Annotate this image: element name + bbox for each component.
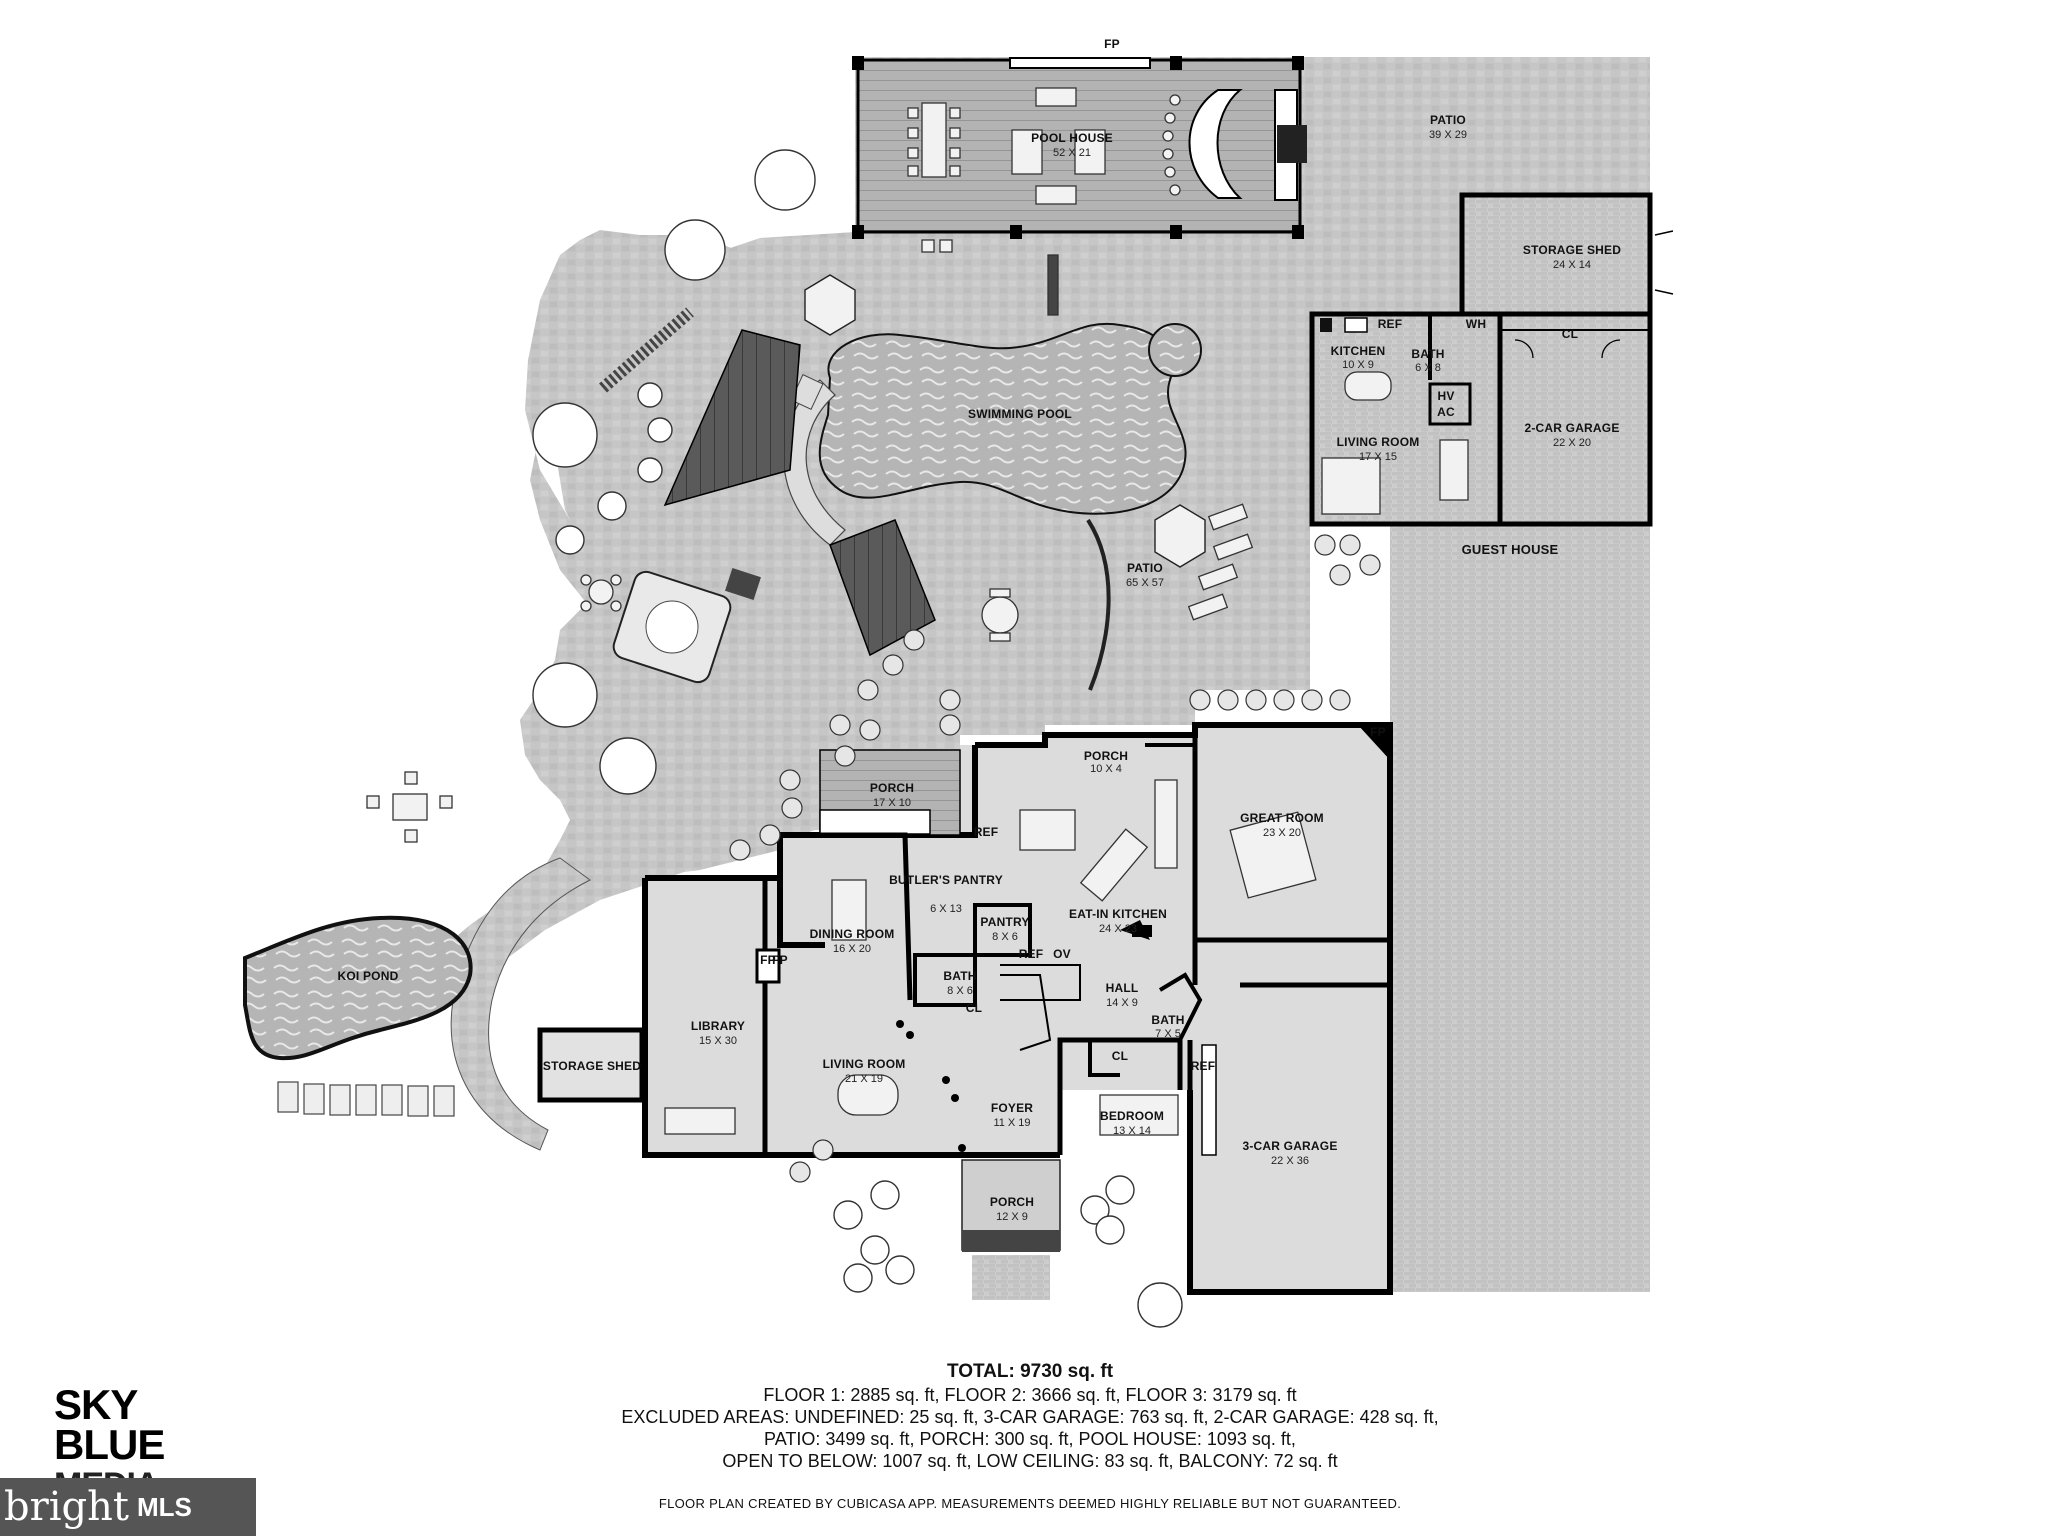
svg-text:24 X 14: 24 X 14 [1553,259,1591,271]
svg-text:3-CAR GARAGE: 3-CAR GARAGE [1242,1139,1337,1153]
area-summary: TOTAL: 9730 sq. ft FLOOR 1: 2885 sq. ft,… [520,1360,1540,1472]
svg-text:17 X 15: 17 X 15 [1359,451,1397,463]
svg-text:CL: CL [1562,327,1578,341]
svg-text:KITCHEN: KITCHEN [1331,344,1386,358]
svg-text:13 X 14: 13 X 14 [1113,1125,1151,1137]
svg-text:8 X 6: 8 X 6 [947,985,973,997]
gazebo [804,274,856,336]
svg-text:22 X 20: 22 X 20 [1553,437,1591,449]
plan-credit: FLOOR PLAN CREATED BY CUBICASA APP. MEAS… [658,1496,1402,1511]
pool-house-dining-table [907,102,961,178]
svg-text:6 X 13: 6 X 13 [930,903,962,915]
patio-round-table [580,574,1019,642]
svg-text:39 X 29: 39 X 29 [1429,129,1467,141]
svg-text:DINING ROOM: DINING ROOM [810,927,895,941]
svg-text:BATH: BATH [1411,347,1444,361]
svg-text:STORAGE SHED: STORAGE SHED [543,1059,641,1073]
svg-text:16 X 20: 16 X 20 [833,943,871,955]
excluded-areas-end: OPEN TO BELOW: 1007 sq. ft, LOW CEILING:… [722,1451,1338,1471]
umbrella [1154,504,1206,568]
svg-text:REF: REF [1191,1059,1216,1073]
svg-text:FP: FP [1370,725,1386,739]
svg-text:21 X 19: 21 X 19 [845,1073,883,1085]
pool-house-seating [1011,87,1106,205]
svg-text:WH: WH [1466,317,1486,331]
floor-areas: FLOOR 1: 2885 sq. ft, FLOOR 2: 3666 sq. … [763,1385,1297,1405]
svg-text:CL: CL [966,1001,982,1015]
svg-text:HALL: HALL [1106,981,1139,995]
svg-text:BUTLER'S PANTRY: BUTLER'S PANTRY [889,873,1003,887]
svg-text:BEDROOM: BEDROOM [1100,1109,1164,1123]
svg-text:10 X 4: 10 X 4 [1090,763,1122,775]
koi-pond [243,915,473,1061]
svg-text:LIVING ROOM: LIVING ROOM [1337,435,1420,449]
svg-text:22 X 36: 22 X 36 [1271,1155,1309,1167]
svg-text:12 X 9: 12 X 9 [996,1211,1028,1223]
svg-text:GREAT ROOM: GREAT ROOM [1240,811,1324,825]
svg-text:PATIO: PATIO [1127,561,1163,575]
logo-media: MEDIA [54,1465,184,1479]
bright-mls-logo: bright MLS [0,1478,256,1536]
svg-text:6 X 8: 6 X 8 [1415,362,1441,374]
svg-text:PANTRY: PANTRY [980,915,1029,929]
svg-text:LIBRARY: LIBRARY [691,1019,745,1033]
svg-text:AC: AC [1437,405,1455,419]
svg-text:KOI POND: KOI POND [338,969,399,983]
svg-text:SWIMMING POOL: SWIMMING POOL [968,407,1072,421]
sky-blue-logo: SKY BLUE MEDIA [54,1381,184,1480]
storage-shed-west [537,1027,645,1103]
deck-stairs-west [663,329,801,507]
svg-text:2-CAR GARAGE: 2-CAR GARAGE [1524,421,1619,435]
svg-text:10 X 9: 10 X 9 [1342,359,1374,371]
svg-text:PORCH: PORCH [1084,749,1128,763]
excluded-areas-cont: PATIO: 3499 sq. ft, PORCH: 300 sq. ft, P… [764,1429,1296,1449]
svg-text:CL: CL [1112,1049,1128,1063]
logo-blue: BLUE [54,1421,165,1468]
svg-text:8 X 6: 8 X 6 [992,931,1018,943]
svg-text:PORCH: PORCH [990,1195,1034,1209]
excluded-areas: EXCLUDED AREAS: UNDEFINED: 25 sq. ft, 3-… [621,1407,1439,1427]
svg-text:11 X 19: 11 X 19 [993,1117,1030,1129]
svg-text:7 X 5: 7 X 5 [1155,1028,1181,1040]
mls-wordmark: MLS [136,1491,192,1522]
svg-text:POOL HOUSE: POOL HOUSE [1031,131,1113,145]
swimming-pool [818,322,1187,515]
svg-text:65 X 57: 65 X 57 [1126,577,1164,589]
svg-text:PATIO: PATIO [1430,113,1466,127]
room-labels: FP POOL HOUSE 52 X 21 PATIO 39 X 29 STOR… [338,37,1622,1223]
svg-text:HV: HV [1437,389,1454,403]
svg-text:52 X 21: 52 X 21 [1053,147,1091,159]
svg-text:BATH: BATH [1151,1013,1184,1027]
svg-text:REF: REF [974,825,999,839]
svg-text:EAT-IN KITCHEN: EAT-IN KITCHEN [1069,907,1167,921]
bright-wordmark: bright [4,1484,129,1530]
svg-text:LIVING ROOM: LIVING ROOM [823,1057,906,1071]
svg-text:23 X 20: 23 X 20 [1263,827,1301,839]
svg-text:PORCH: PORCH [870,781,914,795]
total-area: TOTAL: 9730 sq. ft [946,1361,1114,1382]
curved-walkway [450,857,591,1151]
logo-sky: SKY [54,1381,138,1428]
svg-text:REF: REF [1019,947,1044,961]
svg-text:FP: FP [760,953,776,967]
svg-text:BATH: BATH [943,969,976,983]
spa-round [1148,323,1202,377]
svg-text:OV: OV [1053,947,1071,961]
svg-text:FOYER: FOYER [991,1101,1033,1115]
landscaping [532,149,1381,1328]
svg-text:FP: FP [772,953,788,967]
svg-text:17 X 10: 17 X 10 [873,797,911,809]
svg-text:STORAGE SHED: STORAGE SHED [1523,243,1621,257]
deck-stairs-south [829,519,936,657]
driveway [1390,525,1650,1292]
svg-text:REF: REF [1378,317,1403,331]
svg-text:FP: FP [1104,37,1120,51]
svg-text:GUEST HOUSE: GUEST HOUSE [1462,542,1559,557]
svg-text:24 X 23: 24 X 23 [1099,923,1137,935]
pool-house-curved-bar [1188,89,1243,199]
svg-text:15 X 30: 15 X 30 [699,1035,737,1047]
svg-text:14 X 9: 14 X 9 [1106,997,1138,1009]
hot-tub [612,567,761,684]
